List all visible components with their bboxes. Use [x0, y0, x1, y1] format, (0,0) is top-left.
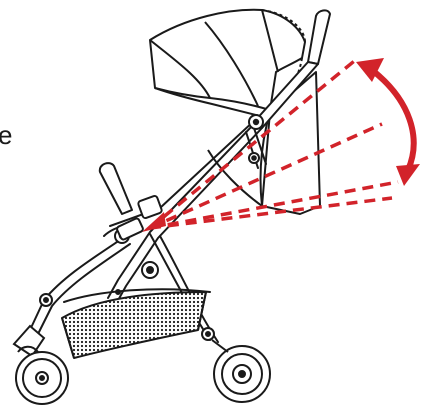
recline-adjust-arrow: [356, 58, 420, 186]
stroller-front-wheel: [14, 326, 68, 404]
stroller-basket: [62, 292, 206, 358]
stroller-rear-wheel: [212, 340, 270, 402]
stroller-bumper-bar: [100, 163, 132, 214]
